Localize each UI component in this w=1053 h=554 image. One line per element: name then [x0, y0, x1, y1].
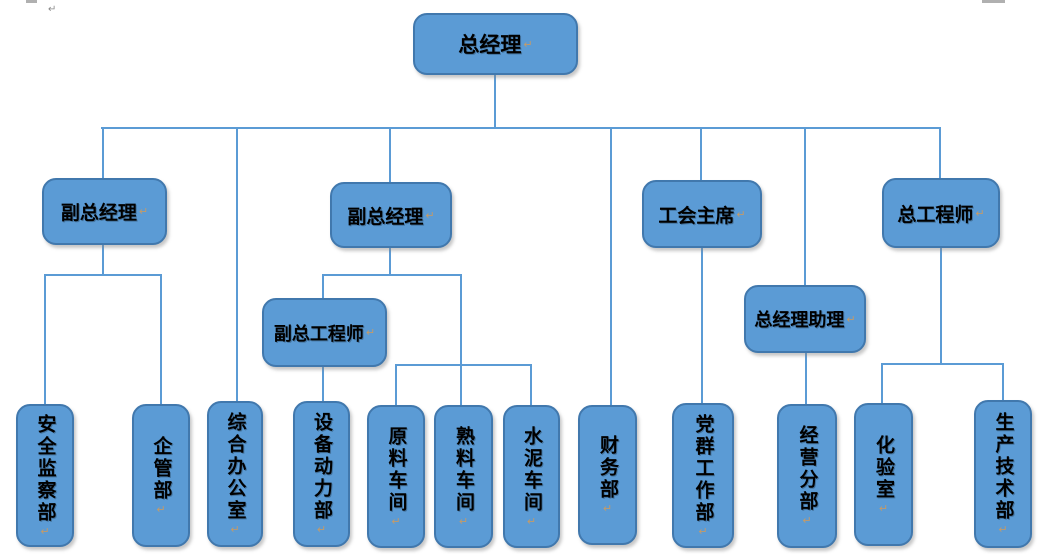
connector-line [460, 276, 462, 406]
node-laboratory[interactable]: 化验室↵ [854, 403, 913, 546]
pilcrow-mark: ↵ [138, 205, 149, 218]
node-label: 副总经理 [60, 202, 137, 224]
node-chief-engineer[interactable]: 总工程师↵ [882, 178, 1000, 248]
node-label: 设备动力部 [311, 412, 333, 522]
connector-line [881, 365, 883, 404]
node-label: 总经理助理 [754, 310, 845, 331]
node-production-tech-dept[interactable]: 生产技术部↵ [974, 400, 1032, 548]
connector-line [389, 248, 391, 275]
node-finance-dept[interactable]: 财务部↵ [578, 405, 637, 545]
node-label: 经营分部 [796, 425, 819, 513]
connector-line [940, 248, 942, 364]
node-deputy-gm-2[interactable]: 副总经理↵ [330, 182, 452, 248]
node-safety-supervision-dept[interactable]: 安全监察部↵ [16, 404, 74, 547]
node-party-mass-work-dept[interactable]: 党群工作部↵ [672, 403, 734, 548]
connector-line [701, 248, 703, 404]
node-label: 原料车间 [385, 425, 408, 514]
connector-line [44, 276, 46, 405]
node-deputy-chief-engineer[interactable]: 副总工程师↵ [262, 298, 387, 367]
pilcrow-mark: ↵ [523, 37, 533, 51]
connector-line [494, 75, 496, 128]
pilcrow-mark: ↵ [230, 523, 240, 536]
node-label: 水泥车间 [521, 425, 543, 514]
node-label: 财务部 [597, 435, 619, 501]
connector-line [102, 245, 104, 275]
pilcrow-mark: ↵ [975, 206, 985, 220]
pilcrow-mark: ↵ [998, 523, 1008, 536]
node-clinker-workshop[interactable]: 熟料车间↵ [434, 405, 493, 548]
connector-line [700, 128, 702, 181]
node-label: 工会主席 [658, 204, 735, 227]
pilcrow-mark: ↵ [846, 312, 856, 326]
pilcrow-mark: ↵ [602, 502, 613, 515]
pilcrow-mark: ↵ [458, 514, 469, 528]
node-label: 总工程师 [897, 203, 974, 226]
pilcrow-mark: ↵ [391, 514, 401, 528]
connector-line [805, 353, 807, 405]
connector-line [322, 367, 324, 402]
pilcrow-mark: ↵ [802, 514, 812, 527]
node-label: 安全监察部 [34, 413, 57, 524]
page-edge-mark-left [26, 0, 37, 3]
node-gm-assistant[interactable]: 总经理助理↵ [744, 285, 866, 353]
pilcrow-mark: ↵ [156, 502, 166, 516]
pilcrow-mark: ↵ [316, 523, 327, 536]
connector-line [389, 128, 391, 183]
node-label: 生产技术部 [992, 412, 1015, 522]
node-label: 企管部 [150, 435, 173, 502]
connector-line [236, 128, 238, 402]
pilcrow-mark: ↵ [40, 524, 50, 538]
node-label: 综合办公室 [224, 412, 247, 522]
node-cement-workshop[interactable]: 水泥车间↵ [503, 405, 560, 548]
node-equipment-power-dept[interactable]: 设备动力部↵ [293, 401, 350, 547]
node-union-chairman[interactable]: 工会主席↵ [642, 180, 762, 248]
pilcrow-mark: ↵ [425, 208, 435, 222]
pilcrow-mark: ↵ [878, 501, 889, 515]
connector-line [939, 128, 941, 179]
node-label: 总经理 [458, 33, 522, 57]
node-label: 党群工作部 [692, 413, 715, 524]
connector-line [322, 276, 324, 299]
connector-line [1002, 365, 1004, 401]
connector-rail [881, 363, 1004, 365]
node-general-office[interactable]: 综合办公室↵ [207, 401, 263, 547]
paragraph-return-mark: ↵ [48, 4, 57, 15]
connector-rail [395, 364, 532, 366]
pilcrow-mark: ↵ [526, 514, 537, 528]
node-operations-branch[interactable]: 经营分部↵ [777, 404, 837, 548]
connector-rail [101, 127, 941, 129]
node-enterprise-mgmt-dept[interactable]: 企管部↵ [132, 404, 190, 547]
pilcrow-mark: ↵ [736, 207, 746, 221]
page-edge-mark-right [982, 0, 1005, 3]
connector-line [160, 276, 162, 405]
connector-rail [44, 274, 162, 276]
node-raw-material-workshop[interactable]: 原料车间↵ [367, 405, 425, 548]
node-label: 化验室 [873, 434, 895, 501]
connector-line [530, 366, 532, 406]
node-label: 副总经理 [347, 205, 424, 228]
node-label: 熟料车间 [453, 425, 475, 514]
connector-line [804, 128, 806, 286]
node-general-manager[interactable]: 总经理↵ [413, 13, 578, 75]
connector-line [395, 366, 397, 406]
pilcrow-mark: ↵ [698, 524, 708, 538]
node-label: 副总工程师 [273, 323, 364, 345]
pilcrow-mark: ↵ [365, 326, 376, 339]
connector-line [102, 128, 104, 180]
node-deputy-gm-1[interactable]: 副总经理↵ [42, 178, 167, 245]
connector-line [610, 128, 612, 406]
connector-rail [322, 274, 462, 276]
